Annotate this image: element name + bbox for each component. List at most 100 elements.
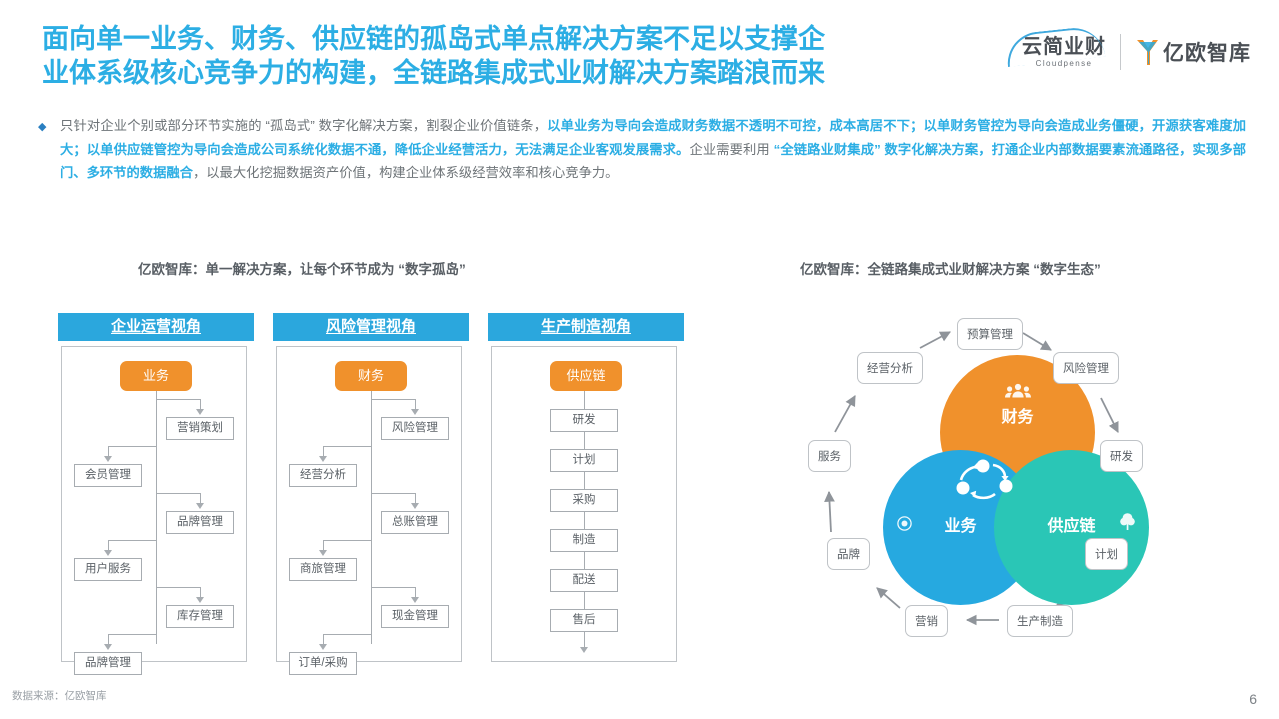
yiou-logo-cn: 亿欧智库 — [1163, 42, 1251, 65]
flow-branch-h-0 — [156, 399, 200, 400]
cloudpense-logo: 云简业财 Cloudpense — [1004, 24, 1106, 68]
flow-branch-h-4 — [156, 587, 200, 588]
flow-branch-h-0 — [371, 399, 415, 400]
flow-branch-v-0 — [200, 399, 201, 410]
flow-chain-node-1[interactable]: 计划 — [550, 449, 618, 472]
flow-branch-v-3 — [108, 540, 109, 551]
flow-arrow-1 — [104, 456, 112, 462]
flow-node-head[interactable]: 业务 — [120, 361, 192, 391]
flow-panel-title-2: 生产制造视角 — [488, 313, 684, 341]
eco-node-1[interactable]: 风险管理 — [1053, 352, 1119, 384]
intro-segment-1: 以单业务为导向会造成财务数据不透明不可控，成本高居不下；以单财务管控为导向会造成… — [60, 118, 1246, 157]
flow-panel-title-0: 企业运营视角 — [58, 313, 254, 341]
flow-chain-node-0[interactable]: 研发 — [550, 409, 618, 432]
page-header: 面向单一业务、财务、供应链的孤岛式单点解决方案不足以支撑企 业体系级核心竞争力的… — [0, 0, 1279, 100]
circle-supplychain: 供应链 — [994, 450, 1149, 605]
page-title-line-2: 业体系级核心竞争力的构建，全链路集成式业财解决方案踏浪而来 — [42, 58, 825, 88]
flow-chain-node-3[interactable]: 制造 — [550, 529, 618, 552]
target-icon — [897, 516, 912, 536]
eco-node-3[interactable]: 计划 — [1085, 538, 1128, 570]
flow-chain-link-1 — [584, 432, 585, 449]
intro-segment-3: “全链路业财集成” 数字化解决方案，打通企业内部数据要素流通路径，实现多部门、多… — [60, 141, 1247, 181]
flow-node-r-0[interactable]: 风险管理 — [381, 417, 449, 440]
eco-node-7[interactable]: 服务 — [808, 440, 851, 472]
flow-branch-v-1 — [323, 446, 324, 457]
flow-node-head[interactable]: 供应链 — [550, 361, 622, 391]
flow-chain-node-5[interactable]: 售后 — [550, 609, 618, 632]
flow-arrow-3 — [104, 550, 112, 556]
flow-arrow-3 — [319, 550, 327, 556]
flow-arrow-4 — [196, 597, 204, 603]
flow-node-l-3[interactable]: 用户服务 — [74, 558, 142, 581]
flow-node-l-5[interactable]: 订单/采购 — [289, 652, 357, 675]
flow-panel-body-0: 业务营销策划会员管理品牌管理用户服务库存管理品牌管理 — [61, 346, 247, 675]
flow-node-r-2[interactable]: 总账管理 — [381, 511, 449, 534]
eco-node-5[interactable]: 营销 — [905, 605, 948, 637]
flow-branch-h-1 — [108, 446, 156, 447]
yiou-mark-icon — [1135, 37, 1159, 67]
flow-arrow-0 — [411, 409, 419, 415]
intro-segment-0: 只针对企业个别或部分环节实施的 “孤岛式” 数字化解决方案，割裂企业价值链条， — [60, 118, 548, 133]
eco-arrow-8 — [834, 395, 856, 433]
circle-supplychain-label: 供应链 — [1047, 518, 1096, 535]
flow-node-l-1[interactable]: 会员管理 — [74, 464, 142, 487]
flow-chain-tail-arrow — [580, 647, 588, 653]
tree-icon — [1120, 513, 1135, 536]
flow-chain-node-4[interactable]: 配送 — [550, 569, 618, 592]
flow-node-r-4[interactable]: 库存管理 — [166, 605, 234, 628]
flow-arrow-5 — [104, 644, 112, 650]
eco-arrow-7 — [824, 490, 835, 533]
eco-arrow-6 — [876, 587, 901, 609]
flow-node-head[interactable]: 财务 — [335, 361, 407, 391]
flow-branch-v-2 — [200, 493, 201, 504]
page-title-line-1: 面向单一业务、财务、供应链的孤岛式单点解决方案不足以支撑企 — [42, 24, 825, 54]
flow-node-r-2[interactable]: 品牌管理 — [166, 511, 234, 534]
flow-branch-v-5 — [108, 634, 109, 645]
flow-arrow-4 — [411, 597, 419, 603]
flow-branch-v-2 — [415, 493, 416, 504]
flow-branch-h-5 — [323, 634, 371, 635]
cloudpense-logo-en: Cloudpense — [1035, 59, 1093, 68]
flow-node-l-3[interactable]: 商旅管理 — [289, 558, 357, 581]
intro-text: 只针对企业个别或部分环节实施的 “孤岛式” 数字化解决方案，割裂企业价值链条，以… — [60, 114, 1246, 185]
flow-branch-h-2 — [371, 493, 415, 494]
flow-chain-node-2[interactable]: 采购 — [550, 489, 618, 512]
eco-node-8[interactable]: 经营分析 — [857, 352, 923, 384]
intro-segment-2: 企业需要利用 — [689, 141, 774, 157]
caption-right: 亿欧智库：全链路集成式业财解决方案 “数字生态” — [800, 262, 1101, 277]
flow-panels: 企业运营视角业务营销策划会员管理品牌管理用户服务库存管理品牌管理风险管理视角财务… — [58, 313, 698, 675]
eco-arrow-0 — [919, 331, 951, 349]
eco-node-6[interactable]: 品牌 — [827, 538, 870, 570]
circle-business-label: 业务 — [944, 518, 977, 535]
flow-arrow-2 — [411, 503, 419, 509]
page-title: 面向单一业务、财务、供应链的孤岛式单点解决方案不足以支撑企 业体系级核心竞争力的… — [42, 22, 972, 90]
flow-branch-v-3 — [323, 540, 324, 551]
logo-divider — [1120, 34, 1121, 70]
people-icon — [1004, 383, 1031, 403]
flow-branch-v-4 — [200, 587, 201, 598]
flow-node-r-0[interactable]: 营销策划 — [166, 417, 234, 440]
eco-node-0[interactable]: 预算管理 — [957, 318, 1023, 350]
yiou-logo: 亿欧智库 — [1135, 37, 1251, 67]
eco-node-2[interactable]: 研发 — [1100, 440, 1143, 472]
flow-panel-0: 企业运营视角业务营销策划会员管理品牌管理用户服务库存管理品牌管理 — [58, 313, 254, 675]
flow-panel-title-1: 风险管理视角 — [273, 313, 469, 341]
flow-spine — [156, 391, 157, 644]
eco-arrow-1 — [1022, 332, 1052, 351]
flow-panel-body-2: 供应链研发计划采购制造配送售后 — [491, 346, 677, 662]
flow-node-l-1[interactable]: 经营分析 — [289, 464, 357, 487]
ecosystem-diagram: 财务 业务 供应链 预算管理风险管理 — [795, 300, 1260, 670]
flow-arrow-1 — [319, 456, 327, 462]
flow-node-r-4[interactable]: 现金管理 — [381, 605, 449, 628]
flow-arrow-0 — [196, 409, 204, 415]
flow-branch-h-5 — [108, 634, 156, 635]
flow-branch-v-1 — [108, 446, 109, 457]
intro-paragraph: ◆ 只针对企业个别或部分环节实施的 “孤岛式” 数字化解决方案，割裂企业价值链条… — [38, 114, 1246, 185]
flow-arrow-5 — [319, 644, 327, 650]
eco-node-4[interactable]: 生产制造 — [1007, 605, 1073, 637]
page-number: 6 — [1249, 691, 1257, 707]
flow-branch-v-5 — [323, 634, 324, 645]
flow-branch-v-0 — [415, 399, 416, 410]
flow-node-l-5[interactable]: 品牌管理 — [74, 652, 142, 675]
footer-source: 数据来源：亿欧智库 — [12, 690, 107, 702]
